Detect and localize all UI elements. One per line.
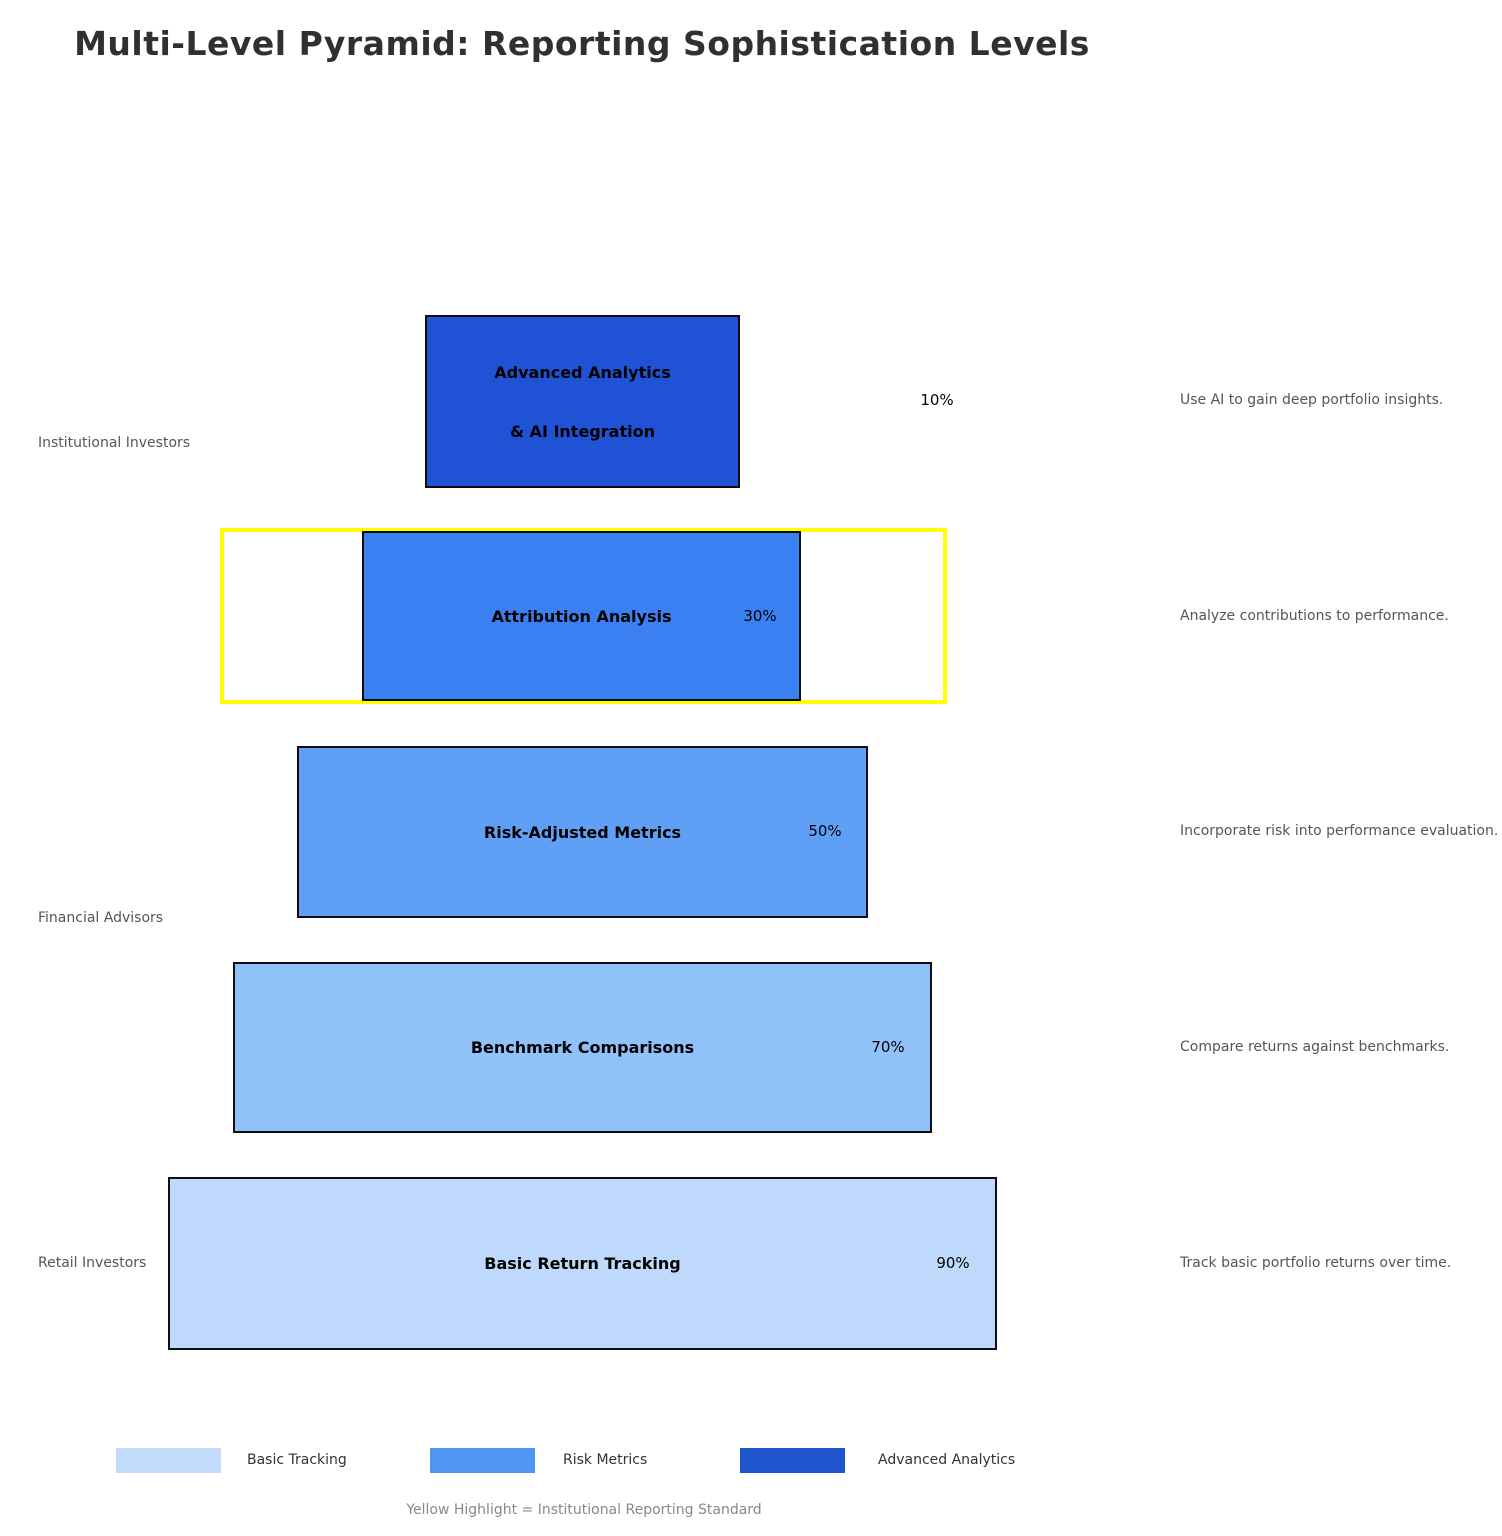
chart-title: Multi-Level Pyramid: Reporting Sophistic…: [74, 24, 1090, 63]
level-label: Basic Return Tracking: [484, 1254, 681, 1273]
pyramid-level-advanced-analytics: Advanced Analytics & AI Integration: [425, 315, 740, 488]
level-percent-attribution-analysis: 30%: [743, 607, 777, 625]
legend-swatch-advanced-analytics: [740, 1448, 845, 1473]
description-advanced-analytics: Use AI to gain deep portfolio insights.: [1180, 392, 1444, 408]
pyramid-level-attribution-analysis: Attribution Analysis: [362, 531, 801, 701]
description-benchmark-comparisons: Compare returns against benchmarks.: [1180, 1039, 1450, 1055]
level-label: Attribution Analysis: [491, 606, 672, 626]
pyramid-level-benchmark-comparisons: Benchmark Comparisons: [233, 962, 932, 1133]
audience-label-retail-investors: Retail Investors: [38, 1255, 147, 1271]
level-label: Benchmark Comparisons: [470, 1038, 695, 1057]
legend-label-advanced-analytics: Advanced Analytics: [878, 1452, 1016, 1468]
audience-label-financial-advisors: Financial Advisors: [38, 910, 164, 926]
legend-label-basic-tracking: Basic Tracking: [247, 1452, 347, 1468]
audience-label-institutional-investors: Institutional Investors: [38, 435, 191, 451]
footnote-highlight-explanation: Yellow Highlight = Institutional Reporti…: [406, 1502, 762, 1518]
legend-swatch-risk-metrics: [430, 1448, 535, 1473]
legend-label-risk-metrics: Risk Metrics: [563, 1452, 648, 1468]
level-percent-basic-return-tracking: 90%: [936, 1254, 970, 1272]
pyramid-level-basic-return-tracking: Basic Return Tracking: [168, 1177, 997, 1350]
level-percent-advanced-analytics: 10%: [920, 391, 954, 409]
description-attribution-analysis: Analyze contributions to performance.: [1180, 608, 1449, 624]
level-percent-benchmark-comparisons: 70%: [871, 1038, 905, 1056]
pyramid-level-risk-adjusted-metrics: Risk-Adjusted Metrics: [297, 746, 868, 918]
level-label-line1: Advanced Analytics: [494, 362, 671, 382]
level-label: Risk-Adjusted Metrics: [483, 822, 682, 842]
level-label-line2: & AI Integration: [510, 421, 655, 441]
description-risk-adjusted-metrics: Incorporate risk into performance evalua…: [1180, 823, 1499, 839]
legend-swatch-basic-tracking: [116, 1448, 221, 1473]
description-basic-return-tracking: Track basic portfolio returns over time.: [1180, 1255, 1452, 1271]
level-percent-risk-adjusted-metrics: 50%: [808, 822, 842, 840]
